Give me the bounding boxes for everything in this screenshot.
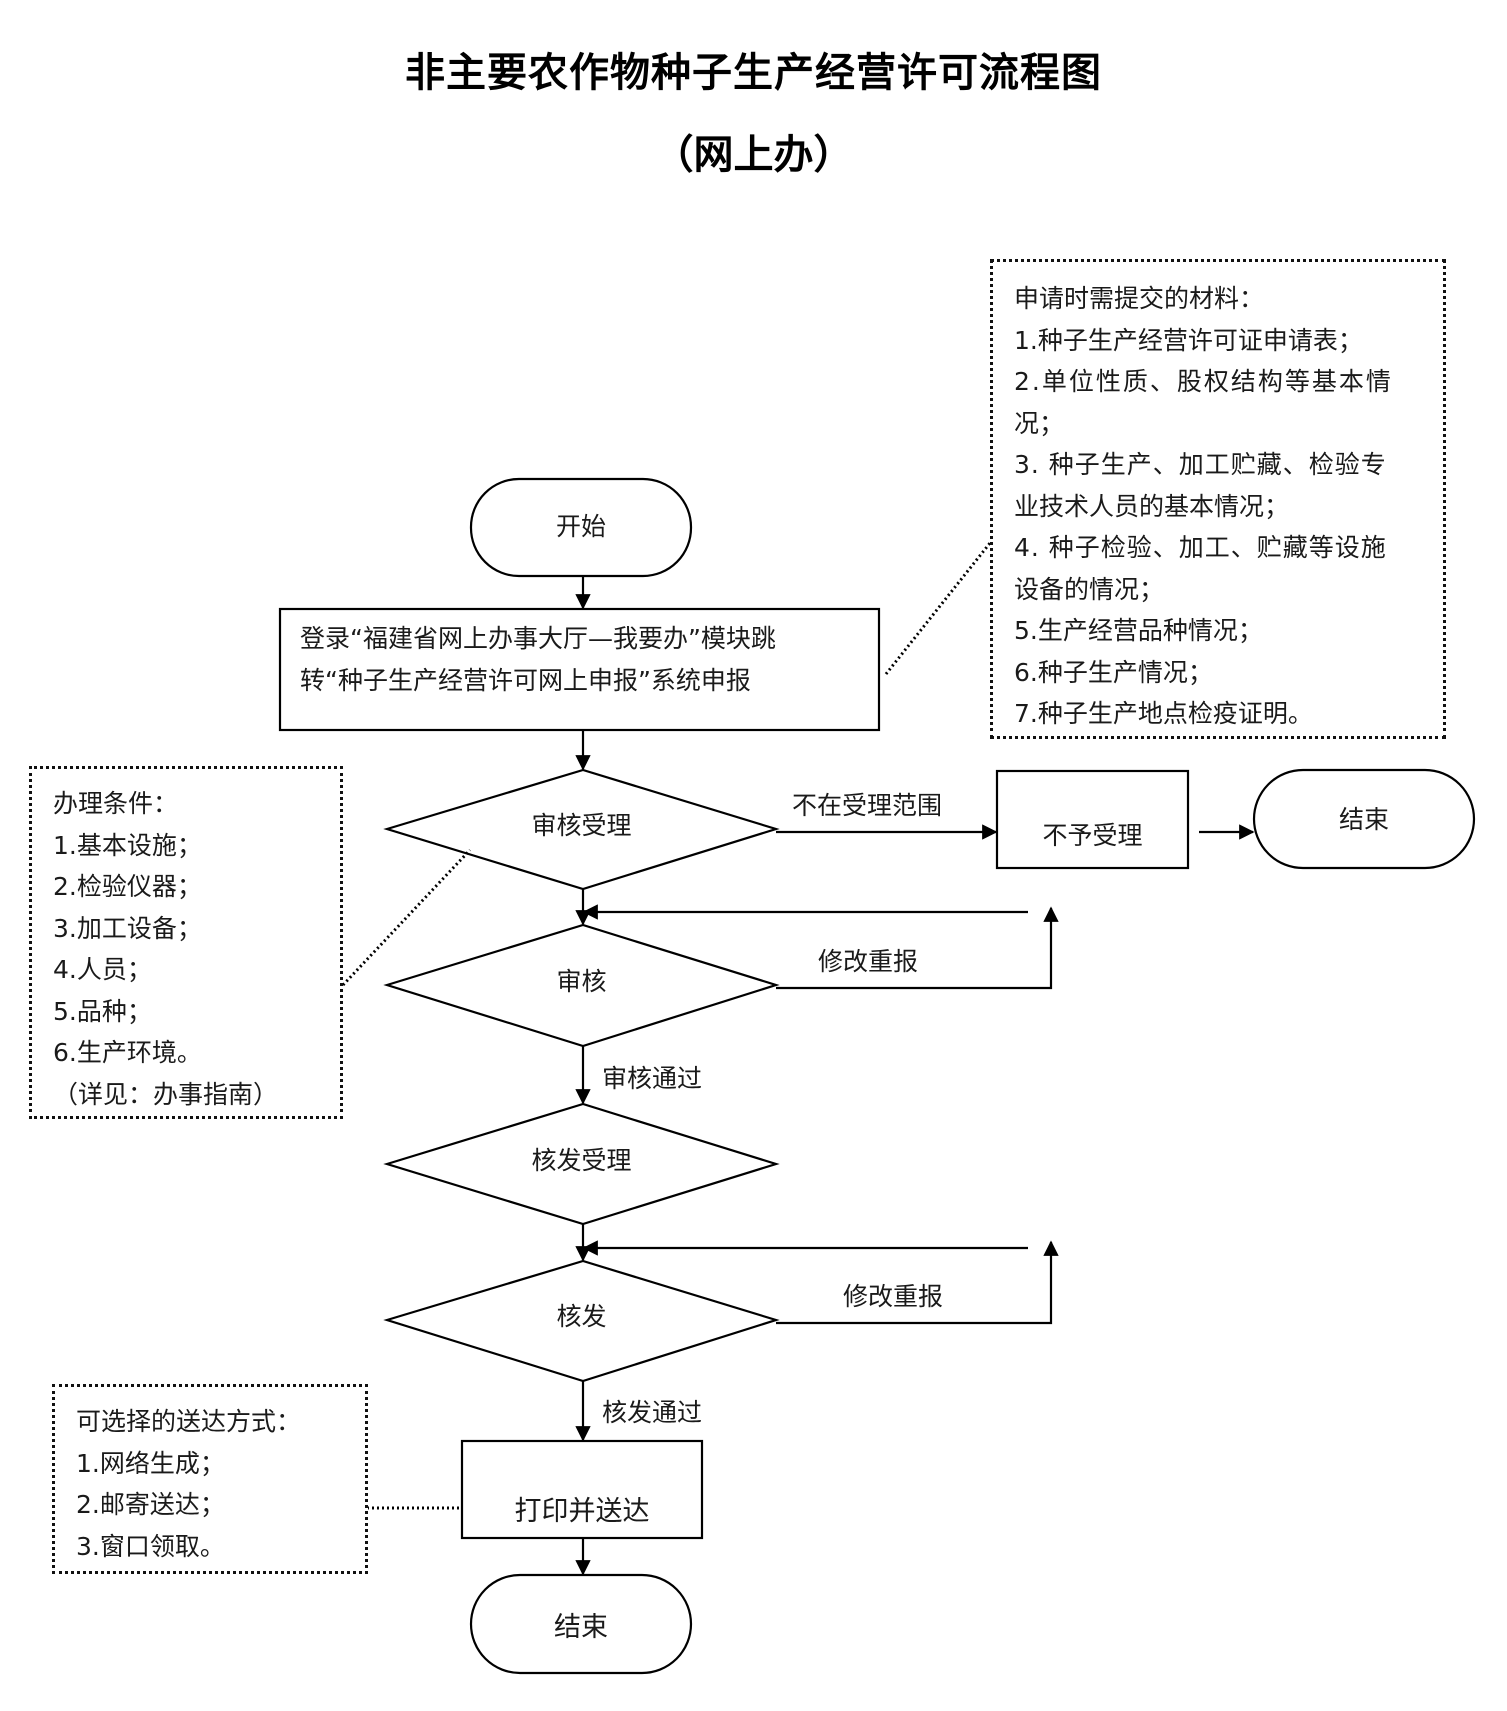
materials-note-line: 7.种子生产地点检疫证明。 (1014, 699, 1313, 728)
delivery-note: 可选择的送达方式： 1.网络生成； 2.邮寄送达； 3.窗口领取。 (52, 1384, 368, 1574)
materials-note-line: 5.生产经营品种情况； (1014, 616, 1263, 645)
edge-issue-revise-out (776, 1240, 1059, 1325)
materials-note-line: 3. 种子生产、加工贮藏、检验专 (1014, 450, 1387, 479)
print-deliver-label: 打印并送达 (514, 1496, 650, 1527)
conditions-note-line: 5.品种； (53, 996, 152, 1026)
review-diamond (383, 923, 780, 1048)
edge-review-revise-out (776, 906, 1059, 990)
conditions-note-line: 3.加工设备； (53, 913, 202, 943)
login-process-box (278, 607, 881, 732)
end-label: 结束 (554, 1612, 608, 1643)
materials-note-line: 1.种子生产经营许可证申请表； (1014, 325, 1363, 355)
edge-label-issue-passed: 核发通过 (602, 1398, 703, 1427)
start-terminator (469, 477, 693, 578)
edge-label-out-of-scope: 不在受理范围 (792, 791, 943, 820)
end-reject-label: 结束 (1338, 805, 1389, 834)
review-label: 审核 (556, 967, 607, 996)
print-deliver-box (460, 1439, 704, 1540)
materials-note-line: 业技术人员的基本情况； (1014, 491, 1290, 521)
conditions-note-link (341, 848, 472, 987)
login-label: 登录“福建省网上办事大厅—我要办”模块跳 转“种子生产经营许可网上申报”系统申报 (300, 618, 776, 702)
diagram-title: 非主要农作物种子生产经营许可流程图 (405, 49, 1102, 96)
issue-accept-diamond (383, 1102, 780, 1226)
issue-label: 核发 (556, 1302, 607, 1331)
diagram-subtitle: （网上办） (653, 131, 854, 178)
edge-label-review-passed: 审核通过 (602, 1064, 703, 1093)
materials-note-line: 4. 种子检验、加工、贮藏等设施 (1014, 533, 1387, 562)
start-label: 开始 (555, 512, 606, 541)
delivery-note-line: 3.窗口领取。 (76, 1531, 225, 1561)
review-accept-diamond (383, 768, 780, 891)
edge-label-revise-resubmit: 修改重报 (818, 947, 919, 976)
conditions-note-line: 2.检验仪器； (53, 872, 202, 901)
reject-label: 不予受理 (1042, 821, 1143, 850)
delivery-note-line: 2.邮寄送达； (76, 1490, 225, 1519)
login-label-line: 登录“福建省网上办事大厅—我要办”模块跳 (300, 624, 776, 653)
materials-note-link (884, 542, 992, 675)
review-accept-label: 审核受理 (531, 811, 632, 840)
conditions-note: 办理条件： 1.基本设施； 2.检验仪器； 3.加工设备； 4.人员； 5.品种… (29, 766, 343, 1119)
materials-note-line: 2.单位性质、股权结构等基本情 (1014, 367, 1393, 396)
conditions-note-line: （详见：办事指南） (53, 1079, 279, 1109)
login-label-line: 转“种子生产经营许可网上申报”系统申报 (300, 666, 751, 695)
delivery-note-line: 可选择的送达方式： (76, 1407, 302, 1436)
reject-process-box (995, 769, 1190, 870)
conditions-note-line: 1.基本设施； (53, 830, 202, 860)
materials-note-line: 设备的情况； (1014, 574, 1165, 604)
conditions-note-line: 6.生产环境。 (53, 1038, 202, 1067)
materials-note-line: 6.种子生产情况； (1014, 657, 1213, 687)
materials-note-line: 况； (1014, 408, 1065, 438)
issue-diamond (383, 1259, 780, 1383)
materials-note: 申请时需提交的材料： 1.种子生产经营许可证申请表； 2.单位性质、股权结构等基… (990, 259, 1446, 739)
delivery-note-line: 1.网络生成； (76, 1448, 225, 1478)
edge-label-revise-resubmit: 修改重报 (843, 1282, 944, 1311)
issue-accept-label: 核发受理 (531, 1146, 632, 1175)
end-reject-terminator (1252, 768, 1476, 870)
conditions-note-line: 办理条件： (53, 789, 179, 818)
conditions-note-line: 4.人员； (53, 955, 152, 984)
materials-note-line: 申请时需提交的材料： (1014, 284, 1265, 313)
